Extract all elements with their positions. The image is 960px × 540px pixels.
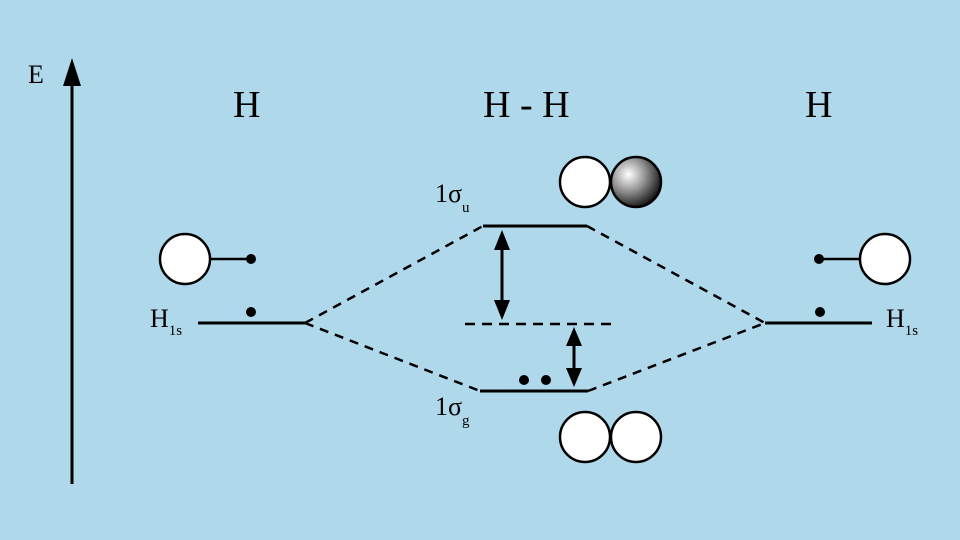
correlation-lines: [304, 224, 766, 393]
antibonding-orbital-icon: [558, 155, 663, 209]
bonding-sub: g: [462, 413, 470, 429]
left-electron-icon: [246, 307, 256, 317]
left-s-orbital-icon: [158, 232, 256, 286]
bonding-gap-arrow-icon: [566, 327, 582, 387]
left-h1s-label: H1s: [150, 304, 182, 339]
antibonding-label: 1σu: [435, 179, 470, 216]
energy-axis: [63, 58, 81, 484]
right-electron-icon: [815, 307, 825, 317]
antibonding-sub: u: [462, 200, 470, 216]
right-h1s-label: H1s: [886, 304, 918, 339]
right-h1s-sub: 1s: [904, 323, 919, 339]
bonding-main: 1σ: [435, 392, 463, 421]
right-h1s-main: H: [886, 304, 905, 333]
left-h1s-main: H: [150, 304, 169, 333]
bonding-orbital-icon: [558, 410, 663, 464]
energy-axis-label: E: [28, 60, 44, 89]
bonding-electron-icon: [519, 375, 529, 385]
right-s-orbital-icon: [814, 232, 912, 286]
molecule-title: H - H: [483, 84, 570, 126]
bonding-electron-icon: [541, 375, 551, 385]
bonding-label: 1σg: [435, 392, 470, 429]
axis-arrowhead-icon: [63, 58, 81, 86]
right-atom-title: H: [805, 84, 833, 126]
antibonding-main: 1σ: [435, 179, 463, 208]
antibonding-gap-arrow-icon: [494, 230, 510, 320]
left-h1s-sub: 1s: [168, 323, 183, 339]
left-atom-title: H: [233, 84, 261, 126]
